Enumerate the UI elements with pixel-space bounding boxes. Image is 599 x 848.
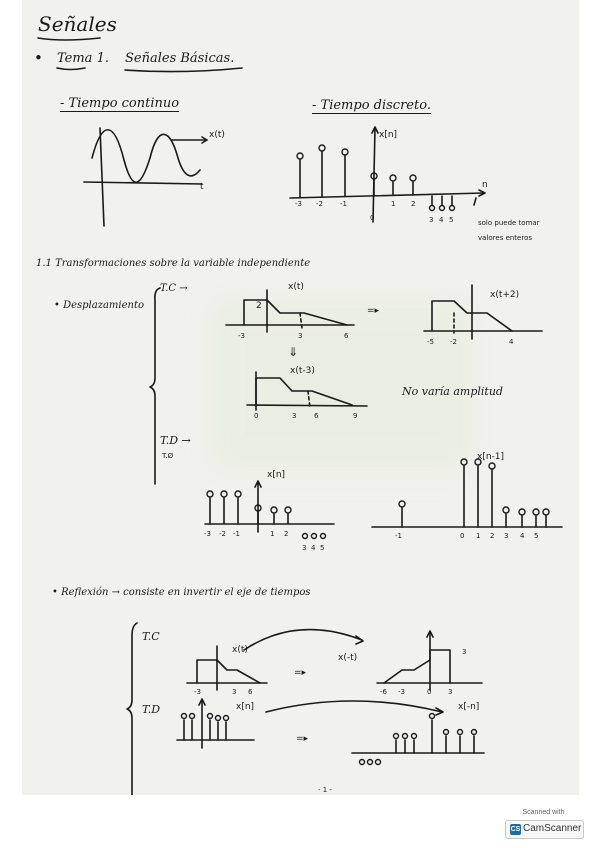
shift-tick: -5 bbox=[427, 338, 434, 346]
shift-down-arrow: ⇓ bbox=[288, 345, 299, 359]
shift-tick: 6 bbox=[344, 332, 349, 340]
dt-axis-n: n bbox=[482, 180, 488, 190]
shift-xn: x[n] bbox=[267, 470, 286, 480]
shift-ct-xt-plot bbox=[225, 289, 355, 333]
dt-tick: -1 bbox=[340, 200, 347, 208]
refl-xt: x(t) bbox=[232, 645, 248, 655]
ct-sine-plot bbox=[83, 127, 208, 227]
shift-dt-tick: 1 bbox=[476, 532, 481, 540]
dt-tick: 1 bbox=[391, 200, 396, 208]
shift-x-t-minus-3: x(t-3) bbox=[290, 366, 315, 376]
shift-dt-tick: -1 bbox=[233, 530, 240, 538]
reflection-label: • Reflexión → consiste en invertir el ej… bbox=[52, 587, 311, 598]
reflection-brace bbox=[126, 622, 138, 795]
refl-equals-dt: =▸ bbox=[296, 734, 309, 744]
badge-app-name: CamScanner bbox=[523, 823, 582, 834]
shift-x-t-plus-2: x(t+2) bbox=[490, 290, 520, 300]
shift-dt-tick: 2 bbox=[284, 530, 289, 538]
dt-heading: - Tiempo discreto. bbox=[312, 98, 431, 114]
shift-dt-xn-plot bbox=[204, 480, 335, 540]
shift-dt-tick: 4 bbox=[520, 532, 525, 540]
dt-note-line2: valores enteros bbox=[478, 234, 533, 242]
refl-amp: 3 bbox=[462, 648, 467, 656]
shift-dt-tick: 1 bbox=[270, 530, 275, 538]
refl-ct-xminus-plot bbox=[376, 630, 483, 691]
dt-tick: 2 bbox=[411, 200, 416, 208]
refl-tick: -6 bbox=[380, 688, 387, 696]
shift-dt-xn1-plot bbox=[371, 458, 563, 528]
refl-tc-label: T.C bbox=[142, 630, 160, 643]
shift-tc-label: T.C → bbox=[160, 283, 188, 294]
page-title: Señales bbox=[38, 12, 117, 36]
shift-tick: 6 bbox=[314, 412, 319, 420]
refl-tick: -3 bbox=[194, 688, 201, 696]
shift-ct-xt3-plot bbox=[246, 371, 368, 411]
topic-bullet: • bbox=[34, 49, 43, 67]
refl-tick: 6 bbox=[248, 688, 253, 696]
dt-stem-plot bbox=[289, 126, 486, 223]
ct-axis-t: t bbox=[200, 182, 204, 192]
refl-tick: 3 bbox=[232, 688, 237, 696]
shift-ct-xt2-plot bbox=[423, 284, 543, 340]
refl-equals: =▸ bbox=[294, 668, 307, 678]
ct-signal-label: x(t) bbox=[209, 130, 225, 140]
shift-label: • Desplazamiento bbox=[54, 300, 145, 311]
shift-dt-tick: -3 bbox=[204, 530, 211, 538]
refl-x-minus-n: x[-n] bbox=[458, 702, 480, 712]
dt-note-line1: solo puede tomar bbox=[478, 219, 540, 227]
ct-heading: - Tiempo continuo bbox=[60, 96, 180, 112]
refl-xn: x[n] bbox=[236, 702, 255, 712]
badge-caption: Scanned with bbox=[522, 809, 565, 816]
shift-dt-tick: 0 bbox=[460, 532, 465, 540]
shift-dt-tick: 5 bbox=[320, 544, 325, 552]
shift-td-sub: T.Ø bbox=[162, 452, 174, 460]
topic-name: Señales Básicas. bbox=[125, 51, 235, 66]
dt-tick: 5 bbox=[449, 216, 454, 224]
scanned-page: Señales • Tema 1. Señales Básicas. - Tie… bbox=[22, 0, 579, 795]
shift-equals-arrow: =▸ bbox=[367, 306, 380, 316]
dt-tick: 4 bbox=[439, 216, 444, 224]
refl-tick: 3 bbox=[448, 688, 453, 696]
shift-tick: 9 bbox=[353, 412, 358, 420]
shift-td-label: T.D → bbox=[160, 434, 191, 447]
camscanner-badge: Scanned with CS CamScanner bbox=[503, 809, 584, 839]
shift-brace bbox=[149, 287, 161, 485]
refl-dt-xminus-plot bbox=[351, 712, 485, 766]
no-amp-note: No varía amplitud bbox=[402, 385, 503, 398]
refl-ct-xt-plot bbox=[186, 628, 364, 691]
refl-dt-xn-plot bbox=[176, 698, 444, 749]
shift-dt-tick: 2 bbox=[490, 532, 495, 540]
shift-xt: x(t) bbox=[288, 282, 304, 292]
refl-tick: 0 bbox=[427, 688, 432, 696]
shift-dt-tick: 3 bbox=[504, 532, 509, 540]
shift-dt-tick: -2 bbox=[219, 530, 226, 538]
shift-dt-tick: 5 bbox=[534, 532, 539, 540]
shift-amp: 2 bbox=[256, 301, 262, 311]
shift-dt-tick: 4 bbox=[311, 544, 316, 552]
dt-tick: -2 bbox=[316, 200, 323, 208]
ink-drawings bbox=[37, 37, 563, 795]
dt-tick: 0 bbox=[370, 214, 375, 222]
topic-label: Tema 1. bbox=[57, 51, 109, 66]
shift-dt-tick: 3 bbox=[302, 544, 307, 552]
shift-dt-tick: -1 bbox=[395, 532, 402, 540]
page-number: - 1 - bbox=[318, 786, 332, 794]
shift-tick: 3 bbox=[292, 412, 297, 420]
camscanner-logo-icon: CS bbox=[510, 824, 521, 835]
refl-td-label: T.D bbox=[142, 703, 161, 716]
shift-xn-minus-1: x[n-1] bbox=[477, 452, 505, 462]
refl-x-minus-t: x(-t) bbox=[338, 653, 358, 663]
shift-tick: 3 bbox=[298, 332, 303, 340]
shift-tick: -3 bbox=[238, 332, 245, 340]
title-underline bbox=[37, 37, 101, 41]
dt-tick: -3 bbox=[295, 200, 302, 208]
shift-tick: -2 bbox=[450, 338, 457, 346]
dt-tick: 3 bbox=[429, 216, 434, 224]
shift-tick: 4 bbox=[509, 338, 514, 346]
dt-signal-label: x[n] bbox=[379, 130, 398, 140]
refl-tick: -3 bbox=[398, 688, 405, 696]
badge-box: CS CamScanner bbox=[505, 820, 584, 839]
shift-tick: 0 bbox=[254, 412, 259, 420]
section-title: 1.1 Transformaciones sobre la variable i… bbox=[36, 258, 311, 269]
